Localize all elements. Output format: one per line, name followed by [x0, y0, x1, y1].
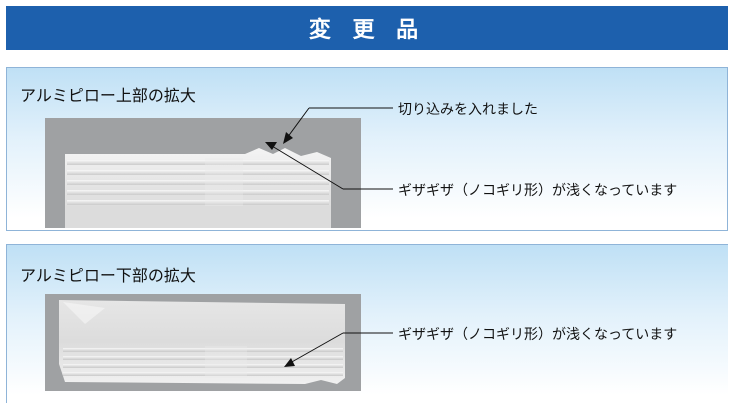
page-title: 変 更 品 [308, 18, 426, 43]
top-section-title: アルミピロー上部の拡大 [20, 86, 196, 105]
aluminum-pillow-top-photo [45, 118, 361, 228]
notch-callout-label: 切り込みを入れました [398, 102, 538, 118]
bottom-section-panel: アルミピロー下部の拡大 [6, 244, 728, 403]
teeth-callout-label-bottom: ギザギザ（ノコギリ形）が浅くなっています [398, 327, 678, 343]
top-section-panel: アルミピロー上部の拡大 [6, 67, 728, 231]
bottom-section-title: アルミピロー下部の拡大 [20, 266, 196, 285]
aluminum-pillow-bottom-photo [45, 294, 361, 391]
teeth-callout-label-top: ギザギザ（ノコギリ形）が浅くなっています [398, 183, 678, 199]
header-banner: 変 更 品 [6, 6, 728, 50]
